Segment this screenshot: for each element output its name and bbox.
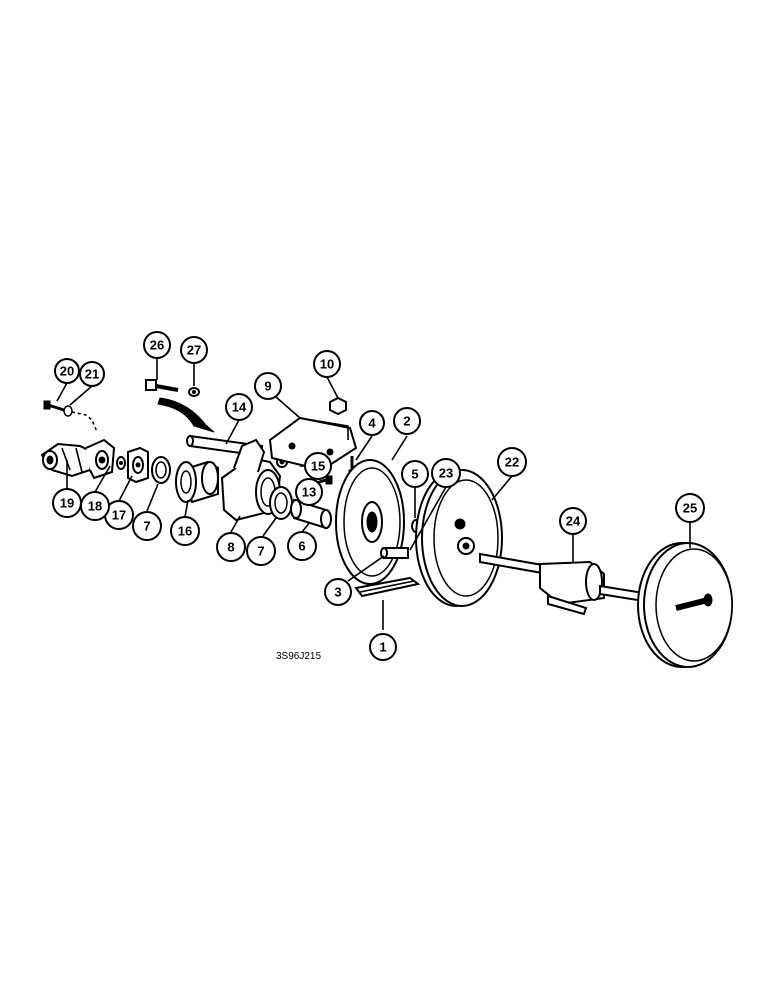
callout-9: 9 (254, 372, 282, 400)
part-ring-7-right (269, 486, 293, 520)
callout-21: 21 (79, 361, 105, 387)
part-sleeve-6 (290, 498, 332, 530)
part-bolt-20 (43, 400, 65, 412)
callout-23: 23 (431, 458, 461, 488)
part-gearbox-24 (479, 552, 651, 616)
callout-13: 13 (295, 478, 323, 506)
callout-18: 18 (80, 491, 110, 521)
part-washer-27 (188, 387, 200, 397)
callout-label: 20 (60, 364, 74, 379)
callout-label: 14 (232, 400, 247, 415)
part-nut-10 (329, 396, 347, 416)
callout-17: 17 (104, 500, 134, 530)
part-bolt-26 (145, 379, 179, 392)
callout-20: 20 (54, 358, 80, 384)
part-drive-pulley-22 (415, 469, 503, 607)
callout-label: 2 (403, 414, 410, 429)
figure-code: 3S96J215 (276, 651, 321, 662)
install-arrow (157, 397, 215, 433)
callout-7-left: 7 (132, 511, 162, 541)
callout-7-right: 7 (246, 536, 276, 566)
callout-label: 10 (320, 357, 334, 372)
part-ring-7-left (151, 456, 171, 484)
callout-label: 7 (143, 519, 150, 534)
callout-leaders (56, 358, 691, 630)
callout-24: 24 (559, 507, 587, 535)
callout-6: 6 (287, 531, 317, 561)
callout-19: 19 (52, 488, 82, 518)
callout-label: 27 (187, 343, 201, 358)
callout-8: 8 (216, 532, 246, 562)
callout-label: 16 (178, 524, 192, 539)
callout-label: 4 (368, 416, 376, 431)
callout-label: 13 (302, 485, 316, 500)
callout-label: 7 (257, 544, 264, 559)
callout-16: 16 (170, 516, 200, 546)
callout-label: 25 (683, 501, 697, 516)
part-washer-18 (116, 456, 126, 470)
part-large-pulley-25 (637, 542, 733, 668)
callout-15: 15 (304, 452, 332, 480)
callout-10: 10 (313, 350, 341, 378)
callout-label: 15 (311, 459, 325, 474)
callout-label: 3 (334, 585, 341, 600)
part-flange-17 (127, 446, 149, 484)
callout-5: 5 (401, 460, 429, 488)
callout-label: 24 (566, 514, 581, 529)
assembly-dashed-line (71, 411, 98, 433)
callout-26: 26 (143, 331, 171, 359)
part-belt-1 (354, 576, 421, 598)
callout-label: 21 (85, 367, 99, 382)
callout-label: 5 (411, 467, 418, 482)
callout-label: 23 (439, 466, 453, 481)
callout-2: 2 (393, 407, 421, 435)
callout-label: 9 (264, 379, 271, 394)
part-collar-16 (175, 460, 219, 504)
part-universal-joint-19 (40, 438, 116, 480)
part-pin-3 (380, 547, 409, 559)
callout-3: 3 (324, 578, 352, 606)
callout-label: 8 (227, 540, 234, 555)
part-washer-21 (63, 405, 73, 417)
callout-25: 25 (675, 493, 705, 523)
callout-label: 6 (298, 539, 305, 554)
callout-label: 17 (112, 508, 126, 523)
callout-22: 22 (497, 447, 527, 477)
callout-27: 27 (180, 336, 208, 364)
callout-label: 26 (150, 338, 164, 353)
callout-4: 4 (359, 410, 385, 436)
callout-label: 19 (60, 496, 74, 511)
callout-label: 22 (505, 455, 519, 470)
callout-label: 1 (379, 640, 386, 655)
callout-14: 14 (225, 393, 253, 421)
callout-label: 18 (88, 499, 102, 514)
callout-1: 1 (369, 633, 397, 661)
